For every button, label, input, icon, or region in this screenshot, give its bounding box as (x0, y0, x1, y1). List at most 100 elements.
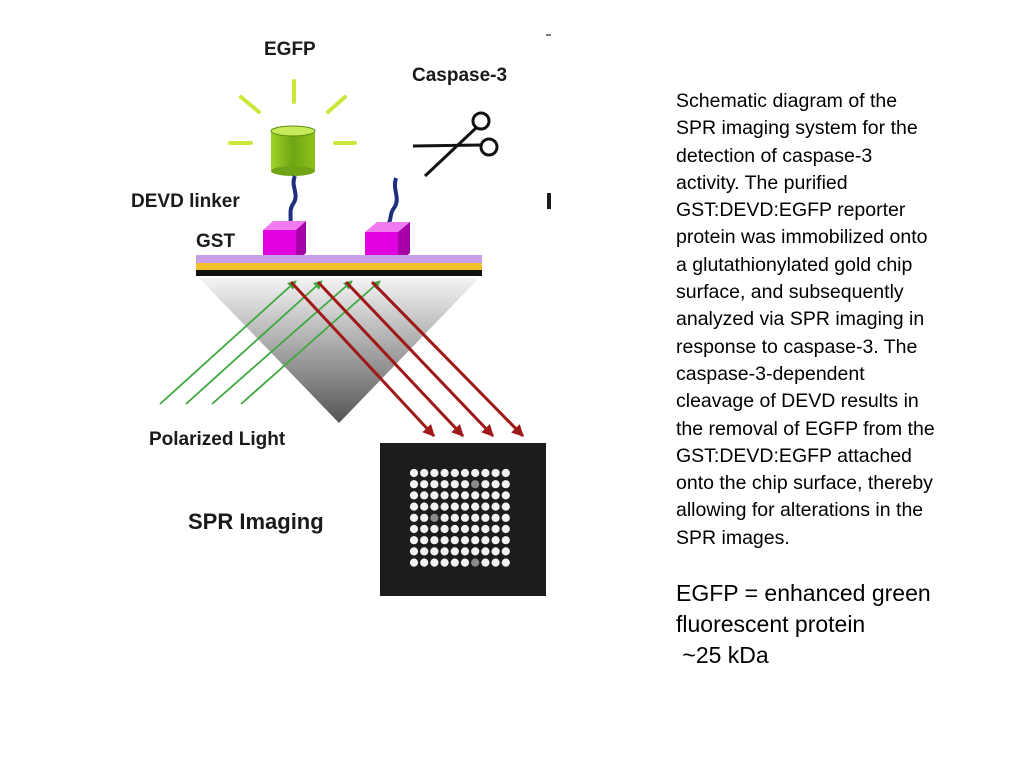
spr-spot (481, 468, 490, 478)
polarized-light-label: Polarized Light (149, 429, 286, 450)
spr-spot (501, 524, 510, 534)
spr-spot (430, 558, 439, 567)
spr-spot (460, 480, 470, 489)
reflected-light-rays (289, 280, 525, 438)
spr-spot (460, 491, 470, 500)
spr-spot (430, 502, 439, 511)
spr-spot (491, 513, 500, 522)
spr-spot (471, 480, 480, 489)
spr-spot (481, 536, 490, 545)
spr-spot (430, 536, 439, 545)
spr-spot (430, 468, 439, 478)
spr-spot (440, 480, 449, 489)
spr-spot (501, 558, 510, 567)
spr-spot (481, 513, 490, 522)
spr-spot (420, 547, 429, 556)
spr-spot (491, 491, 500, 500)
spr-spot (450, 547, 459, 556)
spr-spot (471, 547, 480, 556)
egfp-glow-rays (228, 79, 357, 145)
gst-label: GST (196, 231, 235, 252)
prism (199, 278, 479, 423)
spr-spot (481, 558, 490, 567)
spr-spot (491, 536, 500, 545)
spr-spot (440, 547, 449, 556)
spr-spot (430, 524, 439, 534)
spr-spot (409, 536, 419, 545)
spr-spot (420, 513, 429, 522)
spr-spot (420, 558, 429, 567)
spr-spot (481, 547, 490, 556)
spr-spot (430, 513, 439, 522)
spr-spot (491, 558, 500, 567)
scissors-icon (412, 111, 499, 178)
spr-spot (481, 491, 490, 500)
spr-spot (491, 524, 500, 534)
egfp-cylinder (270, 125, 316, 176)
devd-linker-label: DEVD linker (131, 191, 240, 212)
spr-spot (409, 547, 419, 556)
spr-spot (501, 502, 510, 511)
spr-spot (440, 491, 449, 500)
spr-spot (450, 536, 459, 545)
spr-spot (430, 480, 439, 489)
spr-spot (420, 524, 429, 534)
spr-spot (450, 480, 459, 489)
incident-light-rays (159, 280, 381, 405)
spr-spot (420, 502, 429, 511)
spr-spot (471, 491, 480, 500)
spr-spot (460, 502, 470, 511)
spr-spot (450, 513, 459, 522)
spr-spot (460, 547, 470, 556)
spr-spot (440, 502, 449, 511)
spr-spot (491, 547, 500, 556)
spr-spot (460, 558, 470, 567)
spr-spot (440, 524, 449, 534)
spr-spot (481, 480, 490, 489)
spr-spot (460, 536, 470, 545)
spr-spot (460, 468, 470, 478)
spr-spot (501, 468, 510, 478)
definition-line-2: fluorescent protein (676, 611, 866, 637)
spr-spot (471, 558, 480, 567)
spr-spot (471, 513, 480, 522)
spr-spot (450, 524, 459, 534)
spr-spot (471, 524, 480, 534)
spr-spot (471, 536, 480, 545)
spr-spot (450, 491, 459, 500)
spr-spot (450, 468, 459, 478)
spr-spot (409, 491, 419, 500)
spr-spot (409, 513, 419, 522)
caspase-label: Caspase-3 (412, 65, 507, 86)
corner-mark (546, 34, 551, 36)
spr-spot (420, 480, 429, 489)
spr-spot (420, 468, 429, 478)
spr-spot (440, 513, 449, 522)
spr-spot (481, 502, 490, 511)
spr-spot (440, 558, 449, 567)
figure-caption: Schematic diagram of the SPR imaging sys… (676, 90, 935, 549)
spr-spot (409, 524, 419, 534)
spr-spot (501, 480, 510, 489)
chip-surface-layer (196, 255, 482, 263)
spr-spot (501, 536, 510, 545)
definition-line-1: EGFP = enhanced green (676, 580, 931, 606)
spr-spot (409, 502, 419, 511)
spr-spot (440, 536, 449, 545)
edge-mark (547, 193, 551, 209)
spr-spot (450, 558, 459, 567)
chip-base (196, 270, 482, 276)
spr-spot (409, 480, 419, 489)
definition-line-3: ~25 kDa (676, 642, 769, 668)
spr-spot-array (409, 468, 510, 567)
egfp-definition: EGFP = enhanced green fluorescent protei… (676, 578, 1006, 671)
spr-spot (440, 468, 449, 478)
spr-spot (409, 468, 419, 478)
spr-spot (501, 491, 510, 500)
spr-spot (409, 558, 419, 567)
spr-spot (481, 524, 490, 534)
egfp-label: EGFP (264, 39, 316, 60)
spr-imaging-label: SPR Imaging (188, 509, 324, 534)
spr-spot (430, 547, 439, 556)
devd-linker-cleaved (386, 177, 399, 226)
